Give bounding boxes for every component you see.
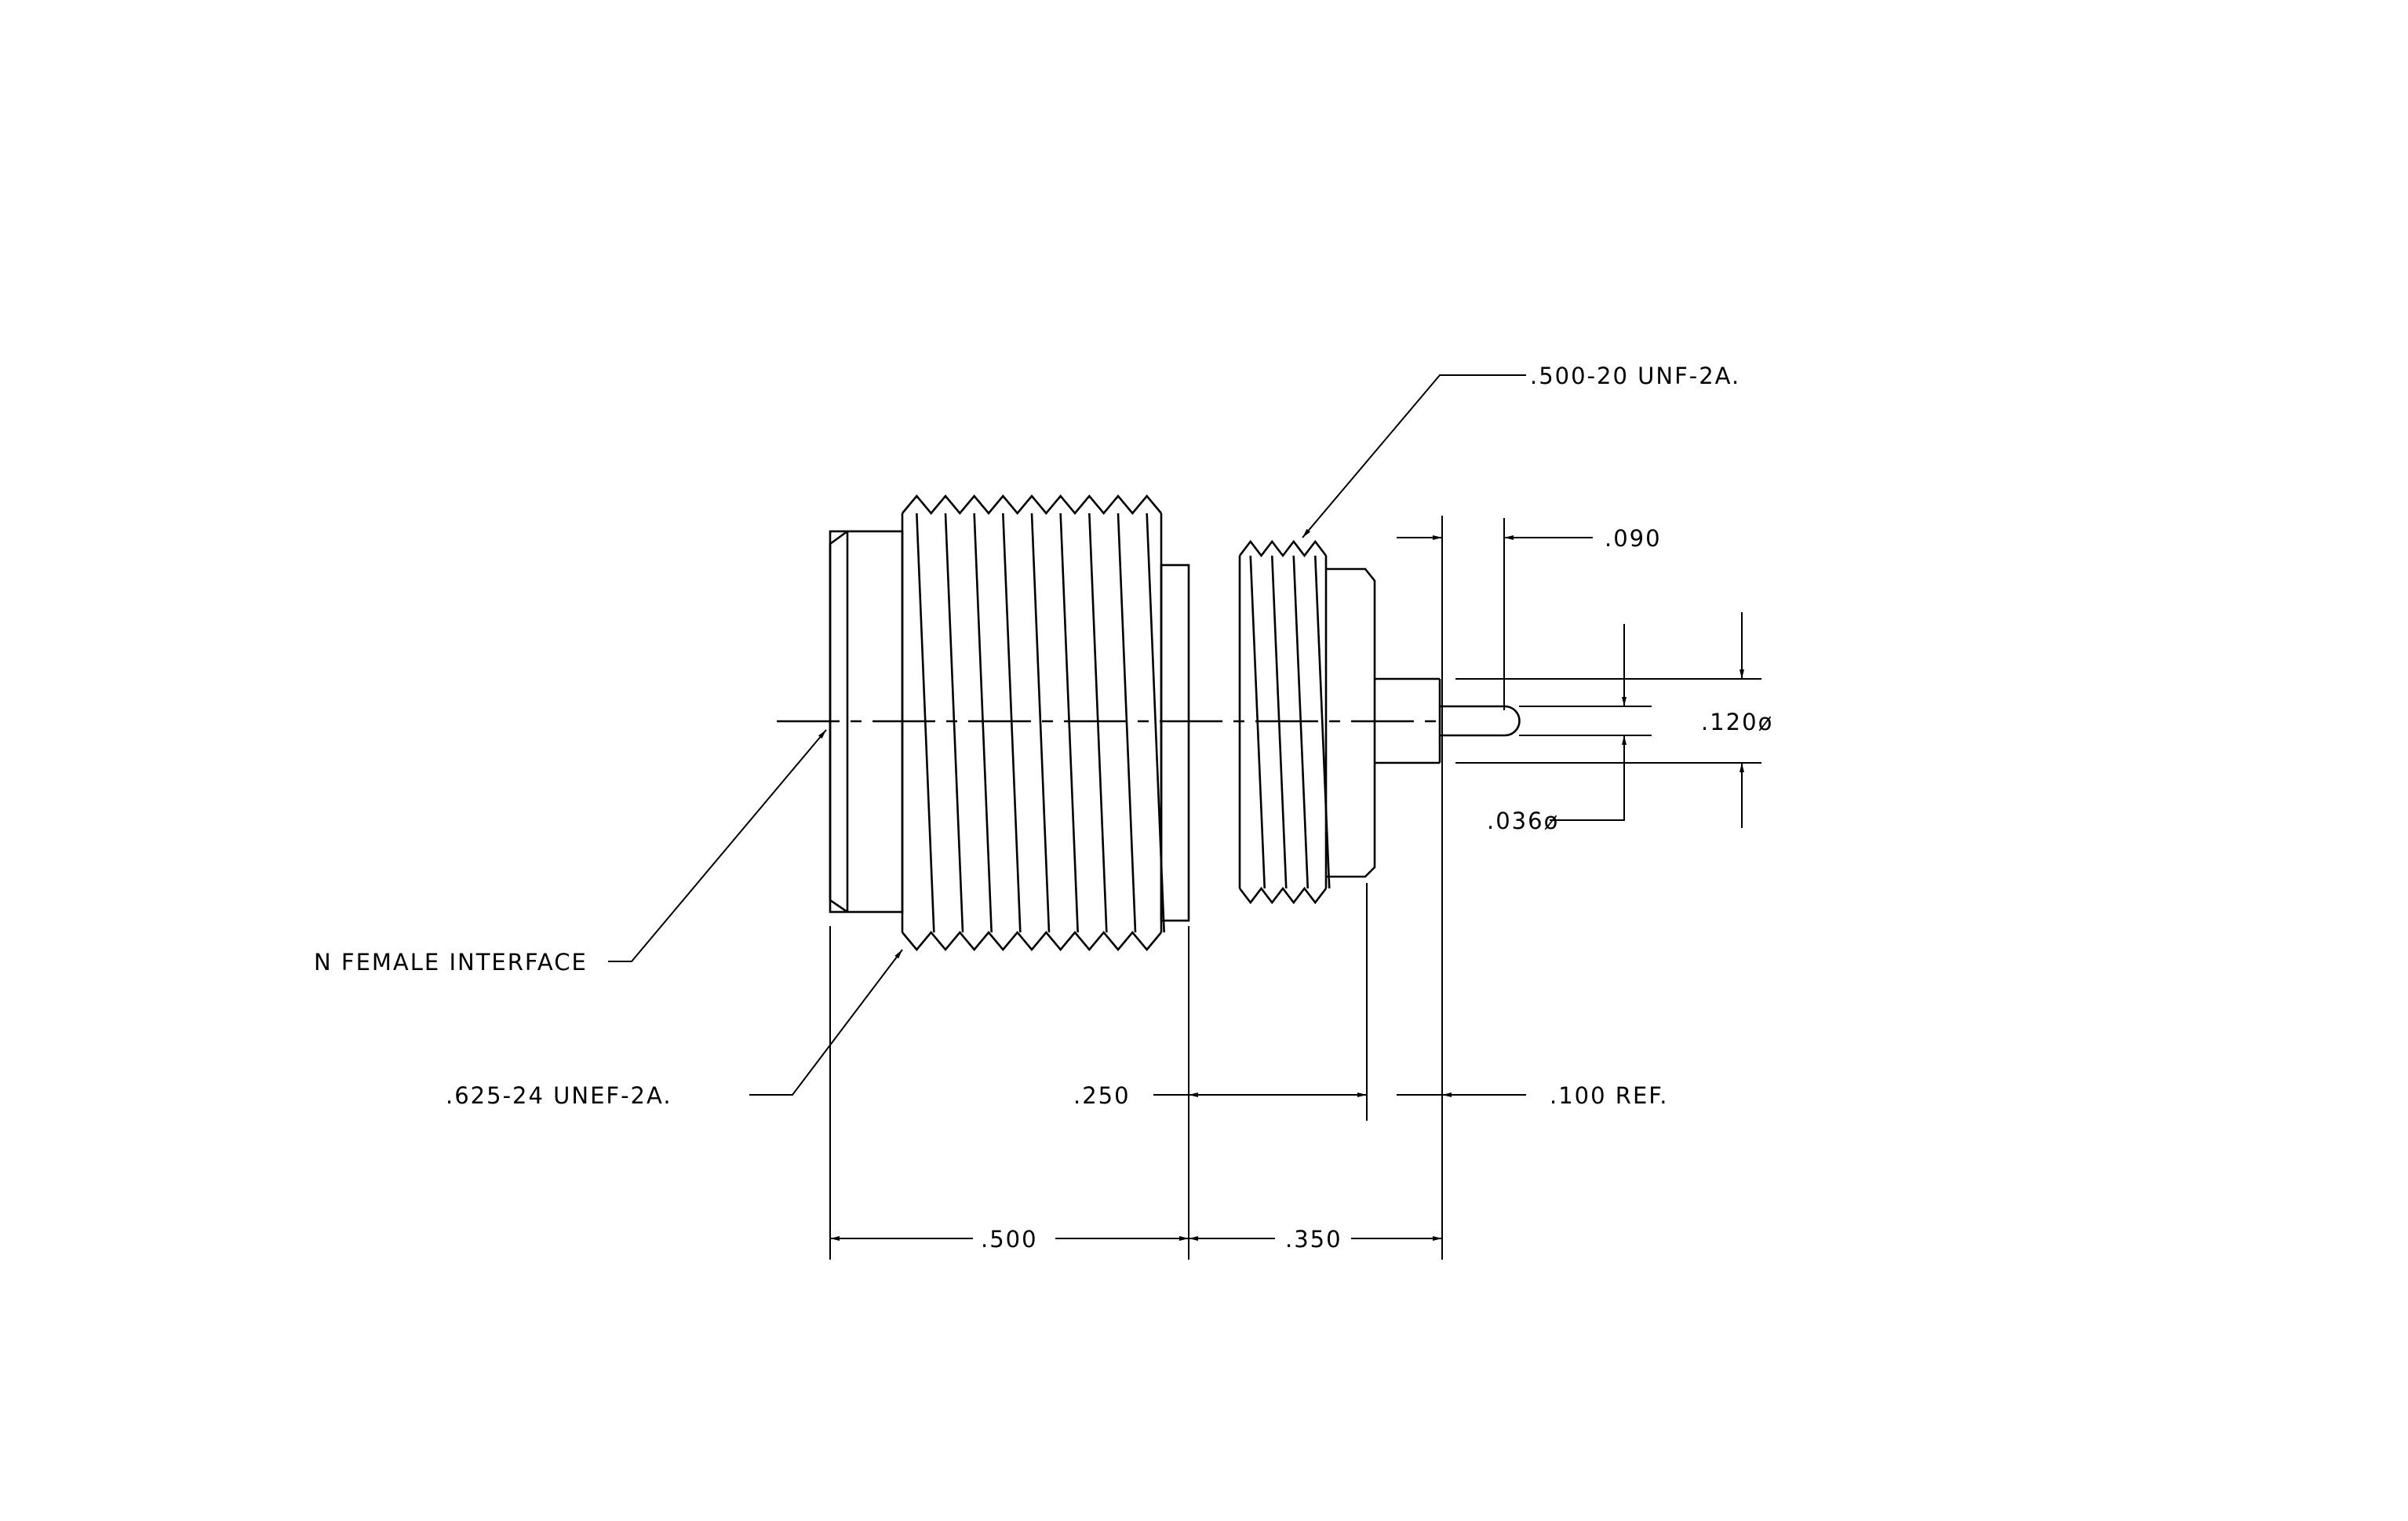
callout-interface: N FEMALE INTERFACE [314, 949, 588, 976]
leader-lines [608, 374, 1526, 1096]
rear-thread [1238, 539, 1331, 905]
pin-sleeve [1375, 677, 1441, 764]
center-pin [1440, 705, 1521, 737]
callout-thread-rear: .500-20 UNF-2A. [1530, 363, 1740, 389]
callout-thread-front: .625-24 UNEF-2A. [446, 1082, 672, 1109]
front-thread [901, 494, 1165, 952]
dim-pin-dia: .036ø [1487, 808, 1559, 834]
dimension-lines [830, 535, 1744, 1241]
dim-pin-ref: .100 REF. [1550, 1082, 1669, 1109]
rear-collar [1326, 567, 1376, 878]
dim-pin-tip: .090 [1605, 525, 1662, 552]
neck [1160, 564, 1190, 922]
dim-rear-length: .250 [1073, 1082, 1131, 1109]
dim-outer-dia: .120ø [1701, 709, 1773, 735]
dim-front-length: .500 [981, 1226, 1038, 1253]
dim-mid-length: .350 [1285, 1226, 1342, 1253]
